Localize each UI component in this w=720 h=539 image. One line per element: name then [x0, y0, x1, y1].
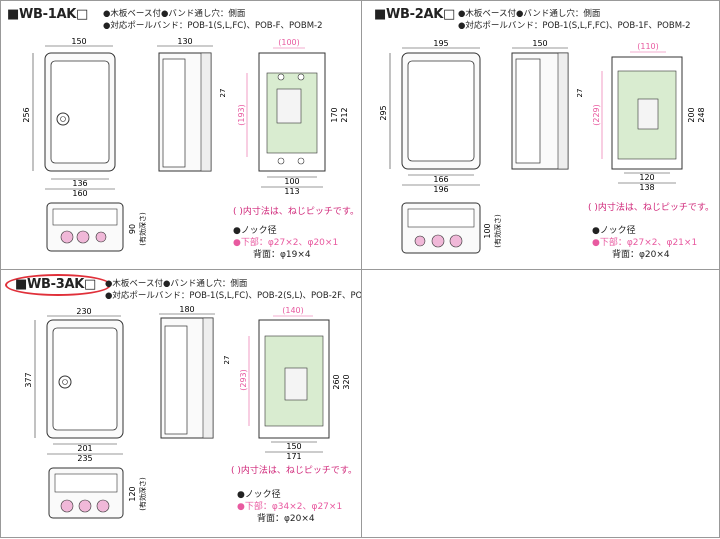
knock-lower: ●下部：φ27×2、φ21×1 — [592, 238, 698, 248]
pitch-note: ( )内寸法は、ねじピッチです。 — [231, 466, 357, 476]
product-spec-line1: ●木板ベース付●バンド通し穴：側面 — [103, 9, 246, 19]
interior-w1: 120 — [639, 173, 654, 182]
interior-h1: 170 — [330, 107, 339, 122]
interior-w2: 171 — [286, 452, 301, 461]
product-title: ■WB-2AK□ — [374, 7, 455, 22]
bottom-eff-label: (有効深さ) — [493, 214, 502, 248]
dimension-drawing: 150 256 136 160 130 27 (100) — [22, 37, 349, 252]
interior-w2: 113 — [284, 187, 299, 196]
highlight-circle — [5, 274, 111, 296]
interior-pitch-h: (193) — [237, 104, 246, 126]
product-spec-line2: ●対応ポールバンド：POB-1(S,L,F,FC)、POB-1F、POBM-2 — [458, 21, 691, 31]
interior-view: (100) (193) 170 212 100 113 — [237, 38, 349, 196]
bottom-view: 100 (有効深さ) — [401, 202, 502, 254]
product-spec-line2: ●対応ポールバンド：POB-1(S,L,FC)、POB-2(S,L)、POB-2… — [105, 291, 385, 301]
dimension-drawing: 195 295 166 196 150 27 (110) (229) — [379, 39, 706, 254]
bottom-view: 120 (有効深さ) — [48, 467, 147, 519]
product-cell-wb-2ak: ■WB-2AK□ ●木板ベース付●バンド通し穴：側面 ●対応ポールバンド：POB… — [361, 0, 720, 270]
bottom-eff-label: (有効深さ) — [138, 212, 147, 246]
interior-pitch-h: (229) — [592, 104, 601, 126]
side-d-label: 27 — [223, 356, 231, 365]
interior-w1: 100 — [284, 177, 299, 186]
dimension-drawing: 230 377 201 235 180 27 (140) — [24, 305, 351, 519]
side-view: 150 27 — [511, 39, 584, 170]
interior-pitch-w: (100) — [278, 38, 300, 47]
pitch-note: ( )内寸法は、ねじピッチです。 — [233, 207, 359, 217]
bottom-view: 90 (有効深さ) — [46, 202, 147, 252]
front-view: 230 377 201 235 — [24, 307, 124, 463]
bottom-depth-label: 90 — [128, 224, 137, 234]
interior-view: (140) (293) 260 320 150 171 — [239, 306, 351, 461]
front-height-label: 256 — [22, 107, 31, 122]
product-title: ■WB-3AK□ — [15, 277, 96, 292]
knock-lower: ●下部：φ34×2、φ27×1 — [237, 502, 343, 512]
interior-h1: 260 — [332, 374, 341, 389]
interior-w2: 138 — [639, 183, 654, 192]
empty-cell — [361, 269, 720, 538]
product-spec-line1: ●木板ベース付●バンド通し穴：側面 — [458, 9, 601, 19]
knock-back: 背面：φ19×4 — [253, 250, 311, 260]
front-view: 150 256 136 160 — [22, 37, 116, 198]
knock-title: ●ノック径 — [233, 226, 277, 236]
side-depth-label: 130 — [177, 37, 192, 46]
front-inner2-label: 235 — [77, 454, 92, 463]
front-inner2-label: 160 — [72, 189, 87, 198]
product-cell-wb-3ak: ■WB-3AK□ ●木板ベース付●バンド通し穴：側面 ●対応ポールバンド：POB… — [0, 269, 384, 538]
front-height-label: 377 — [24, 372, 33, 387]
product-spec-line1: ●木板ベース付●バンド通し穴：側面 — [105, 279, 248, 289]
interior-pitch-w: (110) — [637, 42, 659, 51]
front-width-label: 230 — [76, 307, 91, 316]
side-depth-label: 150 — [532, 39, 547, 48]
interior-h2: 212 — [340, 107, 349, 122]
product-spec-line2: ●対応ポールバンド：POB-1(S,L,FC)、POB-F、POBM-2 — [103, 21, 323, 31]
knock-back: 背面：φ20×4 — [257, 514, 315, 524]
front-width-label: 195 — [433, 39, 448, 48]
knock-title: ●ノック径 — [237, 490, 281, 500]
interior-pitch-w: (140) — [282, 306, 304, 315]
bottom-depth-label: 120 — [128, 486, 137, 501]
side-view: 180 27 — [159, 305, 231, 439]
pitch-note: ( )内寸法は、ねじピッチです。 — [588, 203, 714, 213]
interior-w1: 150 — [286, 442, 301, 451]
interior-view: (110) (229) 200 248 120 138 — [592, 42, 706, 192]
side-depth-label: 180 — [179, 305, 194, 314]
front-inner1-label: 201 — [77, 444, 92, 453]
interior-h2: 248 — [697, 107, 706, 122]
front-inner1-label: 166 — [433, 175, 448, 184]
side-d-label: 27 — [576, 89, 584, 98]
knock-title: ●ノック径 — [592, 226, 636, 236]
front-height-label: 295 — [379, 105, 388, 120]
side-view: 130 27 — [157, 37, 227, 172]
front-width-label: 150 — [71, 37, 86, 46]
front-inner2-label: 196 — [433, 185, 448, 194]
product-title: ■WB-1AK□ — [7, 7, 88, 22]
front-inner1-label: 136 — [72, 179, 87, 188]
side-d-label: 27 — [219, 89, 227, 98]
product-cell-wb-1ak: ■WB-1AK□ ●木板ベース付●バンド通し穴：側面 ●対応ポールバンド：POB… — [0, 0, 362, 270]
interior-pitch-h: (293) — [239, 369, 248, 391]
knock-back: 背面：φ20×4 — [612, 250, 670, 260]
bottom-depth-label: 100 — [483, 223, 492, 238]
bottom-eff-label: (有効深さ) — [138, 477, 147, 511]
knock-lower: ●下部：φ27×2、φ20×1 — [233, 238, 339, 248]
interior-h1: 200 — [687, 107, 696, 122]
interior-h2: 320 — [342, 374, 351, 389]
front-view: 195 295 166 196 — [379, 39, 481, 194]
